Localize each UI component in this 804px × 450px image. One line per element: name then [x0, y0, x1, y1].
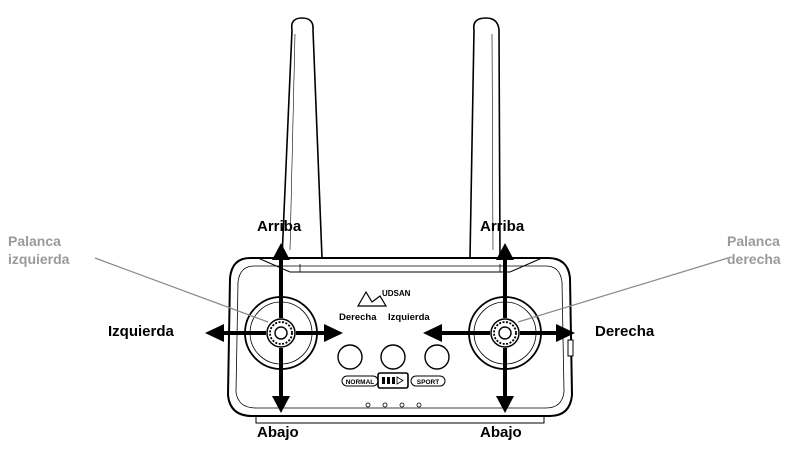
left-stick-arrows	[205, 243, 343, 413]
controller-body	[226, 257, 574, 424]
left-antenna	[281, 17, 323, 259]
left-left-label: Izquierda	[108, 323, 174, 340]
mode-switch: NORMAL SPORT	[341, 372, 446, 389]
left-up-label: Arriba	[257, 218, 302, 235]
center-right-label: Derecha	[339, 312, 377, 323]
right-stick-callout: Palanca derecha	[727, 232, 781, 268]
right-callout-line2: derecha	[727, 251, 781, 267]
left-callout-line	[94, 257, 269, 323]
left-stick-callout: Palanca izquierda	[8, 232, 69, 268]
left-down-label: Abajo	[257, 424, 299, 441]
left-callout-line2: izquierda	[8, 251, 70, 267]
indicator-leds	[365, 402, 422, 408]
right-down-label: Abajo	[480, 424, 522, 441]
center-left-label: Izquierda	[388, 312, 430, 323]
center-buttons	[337, 344, 450, 370]
sport-mode-label: SPORT	[417, 379, 439, 386]
left-stick	[244, 296, 318, 370]
right-antenna	[469, 17, 501, 259]
left-callout-line1: Palanca	[8, 233, 61, 249]
right-stick-arrows	[423, 243, 575, 413]
brand-text: UDSAN	[382, 289, 411, 298]
brand-logo: UDSAN	[356, 289, 411, 307]
right-callout-line1: Palanca	[727, 233, 780, 249]
right-up-label: Arriba	[480, 218, 525, 235]
right-right-label: Derecha	[595, 323, 655, 340]
normal-mode-label: NORMAL	[346, 379, 375, 386]
right-callout-line	[517, 257, 729, 323]
